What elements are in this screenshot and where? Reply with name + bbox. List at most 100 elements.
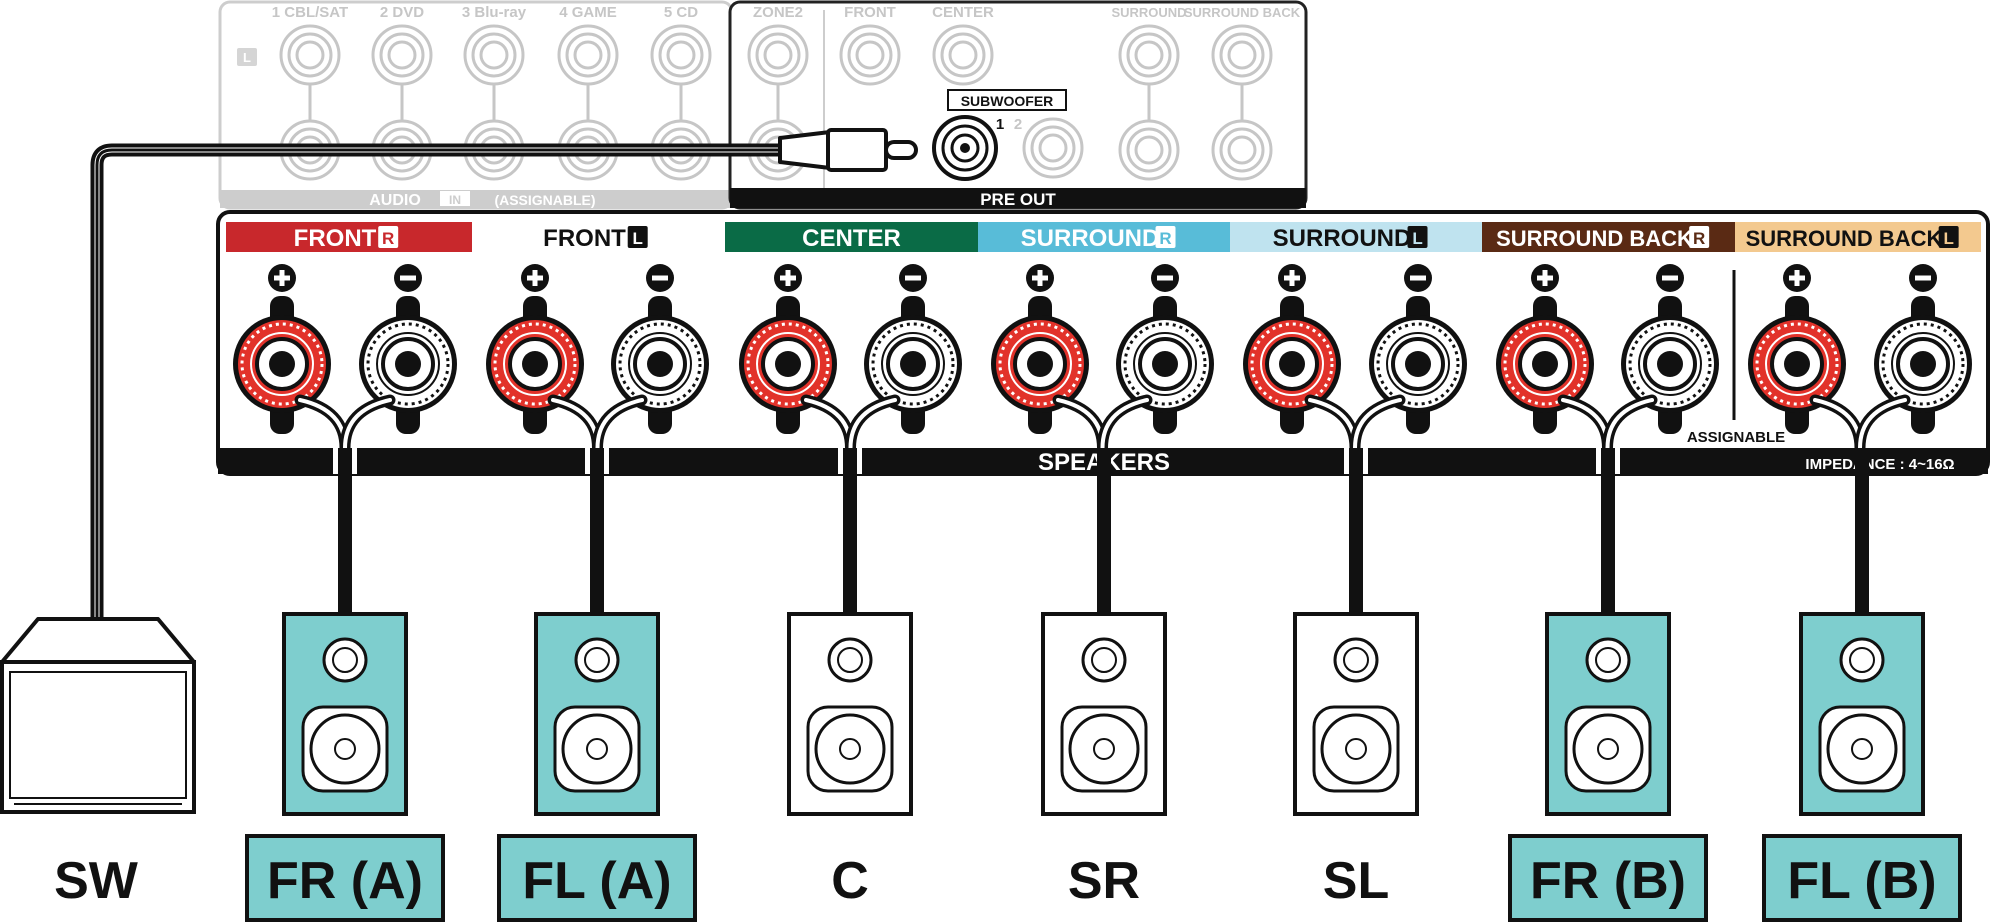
audio-in-jack-l[interactable] — [463, 24, 525, 86]
minus-symbol-icon — [394, 264, 422, 292]
speaker-label-box — [1508, 834, 1708, 922]
rca-plug-tip — [884, 140, 918, 160]
speaker-label: SR — [1068, 852, 1140, 910]
pre-out-title: PRE OUT — [980, 190, 1056, 209]
audio-in-jack-l[interactable] — [279, 24, 341, 86]
speaker-cable — [1349, 448, 1363, 614]
minus-symbol-icon — [899, 264, 927, 292]
pre-out-jack[interactable] — [932, 24, 994, 86]
negative-terminal[interactable] — [864, 315, 962, 413]
channel-header-bg — [725, 222, 978, 252]
speaker-wire-core — [1353, 398, 1402, 450]
subwoofer-2-jack[interactable] — [1022, 117, 1084, 179]
speaker-label: FR (B) — [1530, 852, 1686, 910]
audio-in-channel-label: 2 DVD — [380, 4, 424, 21]
channel-header-label: FRONT — [294, 225, 377, 252]
negative-terminal[interactable] — [1369, 315, 1467, 413]
channel-side-badge — [627, 226, 648, 248]
audio-in-jack-l[interactable] — [650, 24, 712, 86]
channel-side-badge — [1689, 226, 1710, 248]
negative-terminal[interactable] — [1874, 315, 1972, 413]
minus-symbol-icon — [1404, 264, 1432, 292]
tweeter — [1839, 637, 1885, 683]
positive-terminal[interactable] — [991, 315, 1089, 413]
speaker-unit — [1293, 448, 1419, 816]
tweeter — [1081, 637, 1127, 683]
speaker-label-box — [1762, 834, 1962, 922]
audio-in-jack-l[interactable] — [557, 24, 619, 86]
bar-gap — [838, 448, 843, 474]
rca-plug — [778, 130, 832, 170]
tweeter — [827, 637, 873, 683]
negative-terminal[interactable] — [1116, 315, 1214, 413]
speaker-cable — [843, 448, 857, 614]
positive-terminal[interactable] — [1748, 315, 1846, 413]
pre-out-jack[interactable] — [1118, 119, 1180, 181]
channel-header-bg — [226, 222, 472, 252]
plus-symbol-icon — [1026, 264, 1054, 292]
pre-out-jack[interactable] — [747, 24, 809, 86]
minus-symbol-icon — [646, 264, 674, 292]
woofer — [301, 705, 389, 793]
pre-out-jack[interactable] — [839, 24, 901, 86]
speaker-wire-core — [1858, 398, 1907, 450]
speaker-wire-core — [595, 398, 644, 450]
bar-gap — [352, 448, 357, 474]
minus-symbol-icon — [1656, 264, 1684, 292]
pre-out-channel-label: SURROUND — [1111, 5, 1186, 20]
bar-gap — [1615, 448, 1620, 474]
positive-terminal[interactable] — [486, 315, 584, 413]
negative-terminal[interactable] — [359, 315, 457, 413]
speaker-wire-core — [1100, 398, 1149, 450]
speaker-unit — [1041, 448, 1167, 816]
channel-side-label: R — [382, 229, 394, 248]
positive-terminal[interactable] — [1243, 315, 1341, 413]
audio-in-jack-l[interactable] — [371, 24, 433, 86]
speaker-cable — [338, 448, 352, 614]
plus-symbol-icon — [521, 264, 549, 292]
channel-side-badge — [1155, 226, 1176, 248]
woofer — [553, 705, 641, 793]
positive-terminal[interactable] — [233, 315, 331, 413]
pre-out-channel-label: ZONE2 — [753, 4, 803, 21]
audio-in-bar — [220, 190, 732, 208]
channel-header-label: SURROUND BACK — [1746, 226, 1943, 251]
channel-header-label: SURROUND — [1021, 225, 1160, 252]
speaker-unit — [282, 448, 408, 816]
negative-terminal[interactable] — [611, 315, 709, 413]
speaker-unit — [1799, 448, 1925, 816]
bar-gap — [585, 448, 590, 474]
subwoofer-cable — [90, 128, 918, 620]
tweeter — [322, 637, 368, 683]
speaker-label: FR (A) — [267, 852, 423, 910]
speaker-cable — [1601, 448, 1615, 614]
pre-out-jack[interactable] — [1211, 119, 1273, 181]
l-marker-box — [237, 48, 257, 66]
plus-symbol-icon — [1531, 264, 1559, 292]
negative-terminal[interactable] — [1621, 315, 1719, 413]
pre-out-channel-label: CENTER — [932, 4, 994, 21]
woofer — [806, 705, 894, 793]
bar-gap — [857, 448, 862, 474]
speaker-wire-core — [1605, 398, 1654, 450]
subwoofer-1-jack[interactable] — [932, 115, 998, 181]
subwoofer-label-box — [947, 89, 1067, 111]
positive-terminal[interactable] — [1496, 315, 1594, 413]
plus-symbol-icon — [268, 264, 296, 292]
speaker-label: SW — [54, 852, 139, 910]
positive-terminal[interactable] — [739, 315, 837, 413]
speaker-label-box — [245, 834, 445, 922]
speaker-wire-core — [343, 398, 392, 450]
plus-symbol-icon — [1783, 264, 1811, 292]
speaker-label: SL — [1323, 852, 1389, 910]
channel-side-badge — [378, 226, 399, 248]
pre-out-jack[interactable] — [1118, 24, 1180, 86]
pre-out-jack[interactable] — [1211, 24, 1273, 86]
channel-side-label: L — [1412, 229, 1422, 248]
sub-1-label: 1 — [996, 116, 1004, 133]
